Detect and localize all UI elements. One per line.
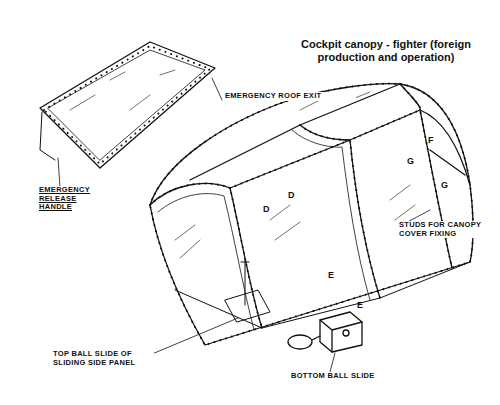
callout-letter: E: [327, 270, 335, 280]
callout-letter: D: [287, 190, 296, 200]
part-label: TOP BALL SLIDE OF SLIDING SIDE PANEL: [52, 350, 154, 367]
part-label: EMERGENCY ROOF EXIT: [224, 92, 356, 101]
callout-letter: G: [440, 180, 449, 190]
part-label: STUDS FOR CANOPY COVER FIXING: [398, 221, 490, 238]
callout-letter: D: [262, 204, 271, 214]
part-label: BOTTOM BALL SLIDE: [290, 372, 402, 381]
callout-letter: F: [427, 135, 435, 145]
part-label: EMERGENCY RELEASE HANDLE: [38, 186, 110, 212]
roof-exit-panel: [40, 42, 215, 168]
callout-letter: G: [406, 156, 415, 166]
bottom-ball-slide: [320, 312, 362, 352]
title: Cockpit canopy - fighter (foreign produc…: [300, 38, 472, 63]
canopy-frame: [150, 84, 473, 345]
callout-letter: E: [356, 300, 364, 310]
